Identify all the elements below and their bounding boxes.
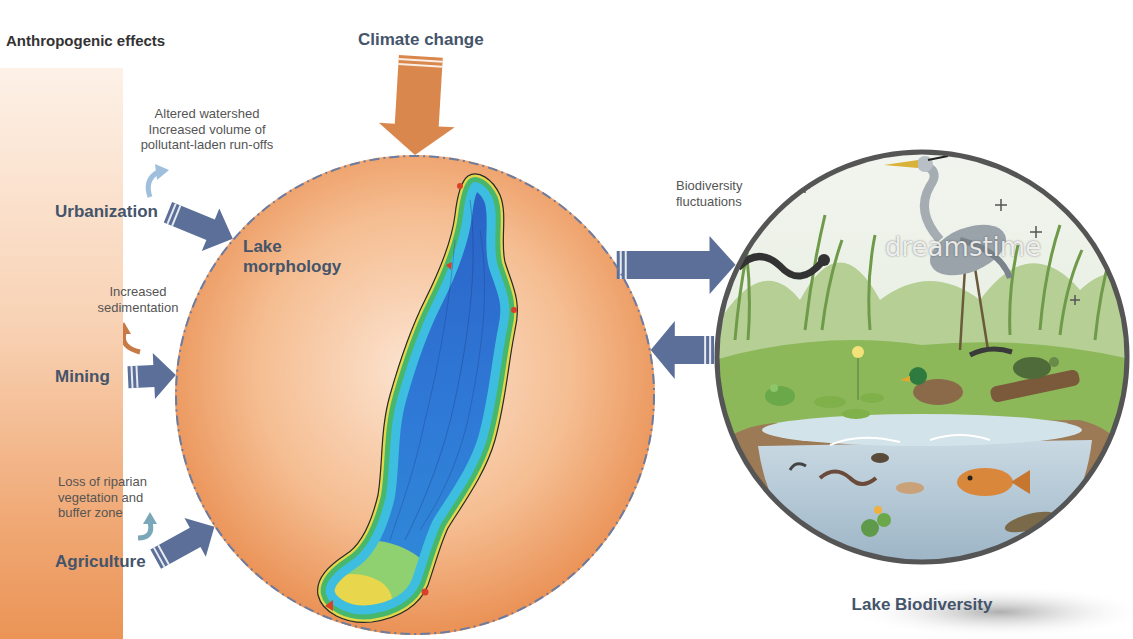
node-text: Agriculture <box>55 552 146 572</box>
climate-label: Climate change <box>355 28 487 52</box>
node-text: Climate change <box>358 30 484 50</box>
band-heading: Anthropogenic effects <box>6 32 165 49</box>
watermark: dreamstime <box>885 232 1041 262</box>
effect-note: Altered watershed Increased volume of po… <box>132 106 282 153</box>
block-arrow <box>379 55 455 155</box>
circle-title: Lake Biodiversity <box>714 595 1130 615</box>
block-arrow <box>651 321 714 379</box>
circle-title: Lake morphology <box>243 237 353 278</box>
driver-label: Urbanization <box>52 200 161 224</box>
driver-label: Agriculture <box>52 550 149 574</box>
driver-label: Mining <box>52 365 113 389</box>
circle-outline <box>175 155 655 635</box>
block-arrow <box>150 518 214 569</box>
effect-note: Loss of riparian vegetation and buffer z… <box>58 474 170 521</box>
circle-outline <box>714 149 1130 565</box>
block-arrow <box>617 236 736 294</box>
biodiversity-circle: Lake Biodiversity <box>714 149 1130 565</box>
effects-band: Anthropogenic effectsUrbanizationMiningA… <box>0 68 123 639</box>
node-text: Urbanization <box>55 202 158 222</box>
block-arrow <box>164 202 233 251</box>
edge-label: Biodiversity fluctuations <box>676 178 774 209</box>
node-text: Mining <box>55 367 110 387</box>
lake-circle: Lake morphology <box>175 155 655 635</box>
block-arrow <box>128 353 176 399</box>
effect-note: Increased sedimentation <box>86 284 190 315</box>
